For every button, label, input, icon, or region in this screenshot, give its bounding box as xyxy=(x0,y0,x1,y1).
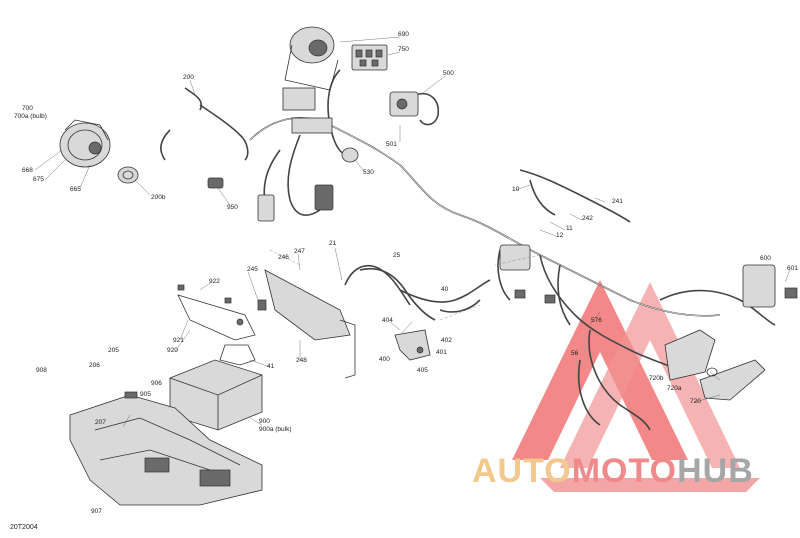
callout-700a: 700a (bulb) xyxy=(14,113,47,120)
callout-700: 700 xyxy=(22,105,33,112)
callout-404: 404 xyxy=(382,317,393,324)
callout-576: 576 xyxy=(591,317,602,324)
callout-206: 206 xyxy=(89,362,100,369)
callout-900: 900 xyxy=(259,418,270,425)
callout-248: 248 xyxy=(296,357,307,364)
callout-401: 401 xyxy=(436,349,447,356)
watermark-triangle xyxy=(512,280,760,492)
leader-lines xyxy=(34,36,791,428)
part-200b xyxy=(117,166,139,184)
watermark-auto: AUTO xyxy=(472,452,572,490)
callout-750: 750 xyxy=(398,46,409,53)
central-box xyxy=(282,87,333,134)
callout-246: 246 xyxy=(278,254,289,261)
connector-block xyxy=(257,184,334,222)
callout-405: 405 xyxy=(417,367,428,374)
callout-665: 665 xyxy=(70,186,81,193)
callout-950: 950 xyxy=(227,204,238,211)
module-500 xyxy=(389,91,419,117)
bracket-400 xyxy=(394,329,431,361)
callout-908: 908 xyxy=(36,367,47,374)
connector-950 xyxy=(207,177,224,189)
callout-690: 690 xyxy=(398,31,409,38)
callout-600: 600 xyxy=(760,255,771,262)
callout-905: 905 xyxy=(140,391,151,398)
callout-56: 56 xyxy=(571,350,579,357)
watermark-moto: MOTO xyxy=(571,452,678,490)
taillight-720 xyxy=(664,329,766,401)
cable-25 xyxy=(344,264,411,306)
callout-668: 668 xyxy=(22,167,33,174)
callout-245: 245 xyxy=(247,266,258,273)
callout-720: 720 xyxy=(690,398,701,405)
callout-200: 200 xyxy=(183,74,194,81)
callout-922: 922 xyxy=(209,278,220,285)
horn-690 xyxy=(284,26,339,91)
callout-41: 41 xyxy=(267,363,275,370)
callout-402: 402 xyxy=(441,337,452,344)
callout-907: 907 xyxy=(91,508,102,515)
callout-921: 921 xyxy=(173,337,184,344)
watermark-text: AUTOMOTOHUB xyxy=(472,454,754,488)
callout-400: 400 xyxy=(379,356,390,363)
callout-720b: 720b xyxy=(649,375,664,382)
callout-906: 906 xyxy=(151,380,162,387)
callout-920: 920 xyxy=(167,347,178,354)
bracket-246 xyxy=(257,269,356,379)
callout-501: 501 xyxy=(386,141,397,148)
callout-25: 25 xyxy=(393,252,401,259)
headlight-700 xyxy=(59,119,111,168)
connector-530 xyxy=(341,147,359,163)
callout-530: 530 xyxy=(363,169,374,176)
callout-241: 241 xyxy=(612,198,623,205)
callout-675: 675 xyxy=(33,176,44,183)
callout-21: 21 xyxy=(329,240,337,247)
callout-40: 40 xyxy=(441,286,449,293)
callout-10: 10 xyxy=(512,186,520,193)
reference-lines xyxy=(269,249,541,321)
tray-908 xyxy=(69,391,263,506)
callout-200b: 200b xyxy=(151,194,166,201)
figure-reference: 20T2004 xyxy=(10,524,38,531)
callout-242: 242 xyxy=(582,215,593,222)
callout-247: 247 xyxy=(294,248,305,255)
callout-205: 205 xyxy=(108,347,119,354)
callout-601: 601 xyxy=(787,265,798,272)
callout-500: 500 xyxy=(443,70,454,77)
module-600 xyxy=(742,264,798,308)
callout-720a: 720a xyxy=(667,385,682,392)
callout-12: 12 xyxy=(556,232,564,239)
fuse-box-750 xyxy=(351,44,388,71)
callout-207: 207 xyxy=(95,419,106,426)
bracket-41 xyxy=(219,344,256,366)
ecu-area xyxy=(499,244,556,304)
callout-11: 11 xyxy=(566,225,573,232)
watermark-hub: HUB xyxy=(677,452,754,490)
callout-900a: 900a (bulk) xyxy=(259,426,292,433)
bracket-920 xyxy=(177,284,256,341)
